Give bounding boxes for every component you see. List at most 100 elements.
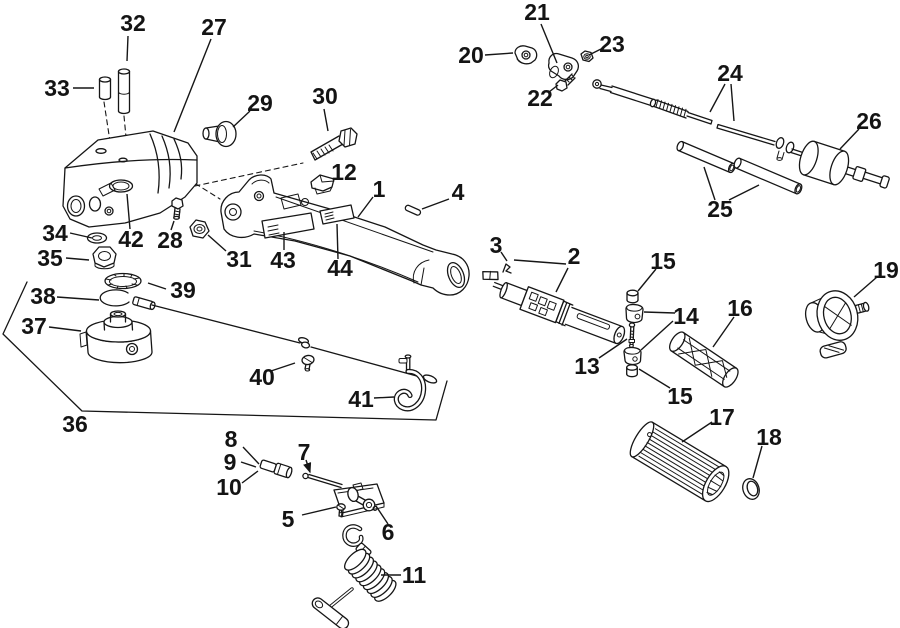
part-label-24: 24 bbox=[717, 60, 743, 86]
part-throttle-cable-24 bbox=[592, 79, 807, 161]
part-swivel-housing-27 bbox=[62, 130, 198, 228]
part-bolt-22 bbox=[555, 73, 576, 92]
part-label-7: 7 bbox=[298, 439, 311, 465]
leader-line-15 bbox=[637, 268, 657, 292]
leader-line-30 bbox=[323, 108, 329, 132]
part-label-25: 25 bbox=[707, 196, 733, 222]
part-label-8: 8 bbox=[225, 426, 238, 452]
leader-line-17 bbox=[681, 421, 713, 443]
part-label-12: 12 bbox=[331, 159, 357, 185]
part-label-19: 19 bbox=[873, 257, 899, 283]
part-drum-37 bbox=[79, 310, 153, 364]
part-bolt-28 bbox=[171, 197, 184, 220]
part-label-38: 38 bbox=[30, 283, 56, 309]
part-label-10: 10 bbox=[216, 474, 242, 500]
leader-line-35 bbox=[65, 257, 90, 261]
part-snap-ring-39 bbox=[104, 272, 142, 290]
part-grip-17 bbox=[629, 421, 730, 503]
leader-line-21 bbox=[540, 23, 558, 64]
part-label-17: 17 bbox=[709, 404, 735, 430]
part-bracket-21 bbox=[547, 52, 579, 81]
part-pin-4 bbox=[404, 204, 422, 216]
leader-line-7 bbox=[303, 459, 312, 474]
part-block-14-lower bbox=[623, 346, 642, 366]
part-nut-31 bbox=[189, 219, 210, 239]
part-label-13: 13 bbox=[574, 353, 600, 379]
part-label-32: 32 bbox=[120, 10, 146, 36]
leader-line-29 bbox=[232, 110, 251, 128]
part-label-43: 43 bbox=[270, 247, 296, 273]
leader-line-24 bbox=[709, 83, 726, 113]
part-label-16: 16 bbox=[727, 295, 753, 321]
part-label-41: 41 bbox=[348, 386, 374, 412]
part-label-1: 1 bbox=[373, 176, 386, 202]
leader-line-9 bbox=[240, 461, 257, 468]
part-label-22: 22 bbox=[527, 85, 553, 111]
leader-line-22 bbox=[548, 84, 559, 93]
part-label-28: 28 bbox=[157, 227, 183, 253]
leader-line-3 bbox=[500, 251, 508, 262]
part-washer-34 bbox=[86, 232, 108, 244]
part-clip-3 bbox=[502, 263, 512, 274]
leader-line-27 bbox=[173, 38, 212, 133]
part-label-33: 33 bbox=[44, 75, 70, 101]
leader-line-2 bbox=[513, 259, 567, 265]
leader-line-14 bbox=[640, 320, 674, 351]
leader-line-24 bbox=[730, 83, 735, 122]
part-label-42: 42 bbox=[118, 226, 144, 252]
leader-line-31 bbox=[207, 234, 227, 252]
part-screw-5 bbox=[336, 503, 346, 518]
part-label-44: 44 bbox=[327, 255, 353, 281]
part-drum-26 bbox=[798, 140, 890, 189]
leader-line-2 bbox=[555, 267, 569, 293]
leader-line-25 bbox=[703, 166, 716, 201]
part-label-15: 15 bbox=[650, 248, 676, 274]
part-bushing-15-upper bbox=[626, 289, 639, 304]
part-label-39: 39 bbox=[170, 277, 196, 303]
lanyard-cable-line bbox=[151, 304, 438, 384]
part-label-37: 37 bbox=[21, 313, 47, 339]
part-label-6: 6 bbox=[382, 519, 395, 545]
leader-line-19 bbox=[853, 276, 878, 298]
part-label-26: 26 bbox=[856, 108, 882, 134]
part-bushing-29 bbox=[202, 120, 237, 148]
part-connector-8-9-10 bbox=[259, 459, 293, 479]
leader-line-32 bbox=[126, 35, 129, 62]
leader-line-10 bbox=[241, 470, 259, 484]
leader-line-44 bbox=[336, 223, 339, 260]
part-label-23: 23 bbox=[599, 31, 625, 57]
part-screw-40 bbox=[301, 354, 315, 372]
part-bushing-15-lower bbox=[626, 364, 638, 378]
leader-line-25 bbox=[728, 184, 760, 201]
leader-line-6 bbox=[375, 505, 389, 525]
part-label-31: 31 bbox=[226, 246, 252, 272]
part-label-35: 35 bbox=[37, 245, 63, 271]
part-label-40: 40 bbox=[249, 364, 275, 390]
leader-line-42 bbox=[126, 193, 131, 230]
part-label-14: 14 bbox=[673, 303, 699, 329]
part-oring-18 bbox=[742, 478, 760, 500]
leader-line-5 bbox=[301, 506, 337, 516]
leader-line-15 bbox=[638, 368, 671, 389]
lanyard-coil bbox=[343, 548, 397, 602]
part-clevis-20 bbox=[514, 45, 538, 65]
leader-line-34 bbox=[69, 232, 93, 239]
part-label-20: 20 bbox=[458, 42, 484, 68]
part-label-18: 18 bbox=[756, 424, 782, 450]
leader-line-18 bbox=[752, 445, 763, 479]
leader-line-8 bbox=[242, 446, 260, 465]
part-throttle-shaft-2 bbox=[482, 270, 626, 345]
part-label-21: 21 bbox=[524, 0, 550, 25]
part-ring-38 bbox=[99, 289, 156, 311]
leader-line-28 bbox=[170, 220, 175, 231]
part-pin-33 bbox=[98, 76, 112, 101]
part-label-11: 11 bbox=[402, 562, 427, 588]
part-grip-sleeve-16 bbox=[668, 331, 739, 388]
part-nut-23 bbox=[580, 50, 594, 63]
leader-line-40 bbox=[270, 362, 296, 372]
leader-line-23 bbox=[588, 48, 602, 56]
part-rod-7 bbox=[302, 472, 343, 489]
